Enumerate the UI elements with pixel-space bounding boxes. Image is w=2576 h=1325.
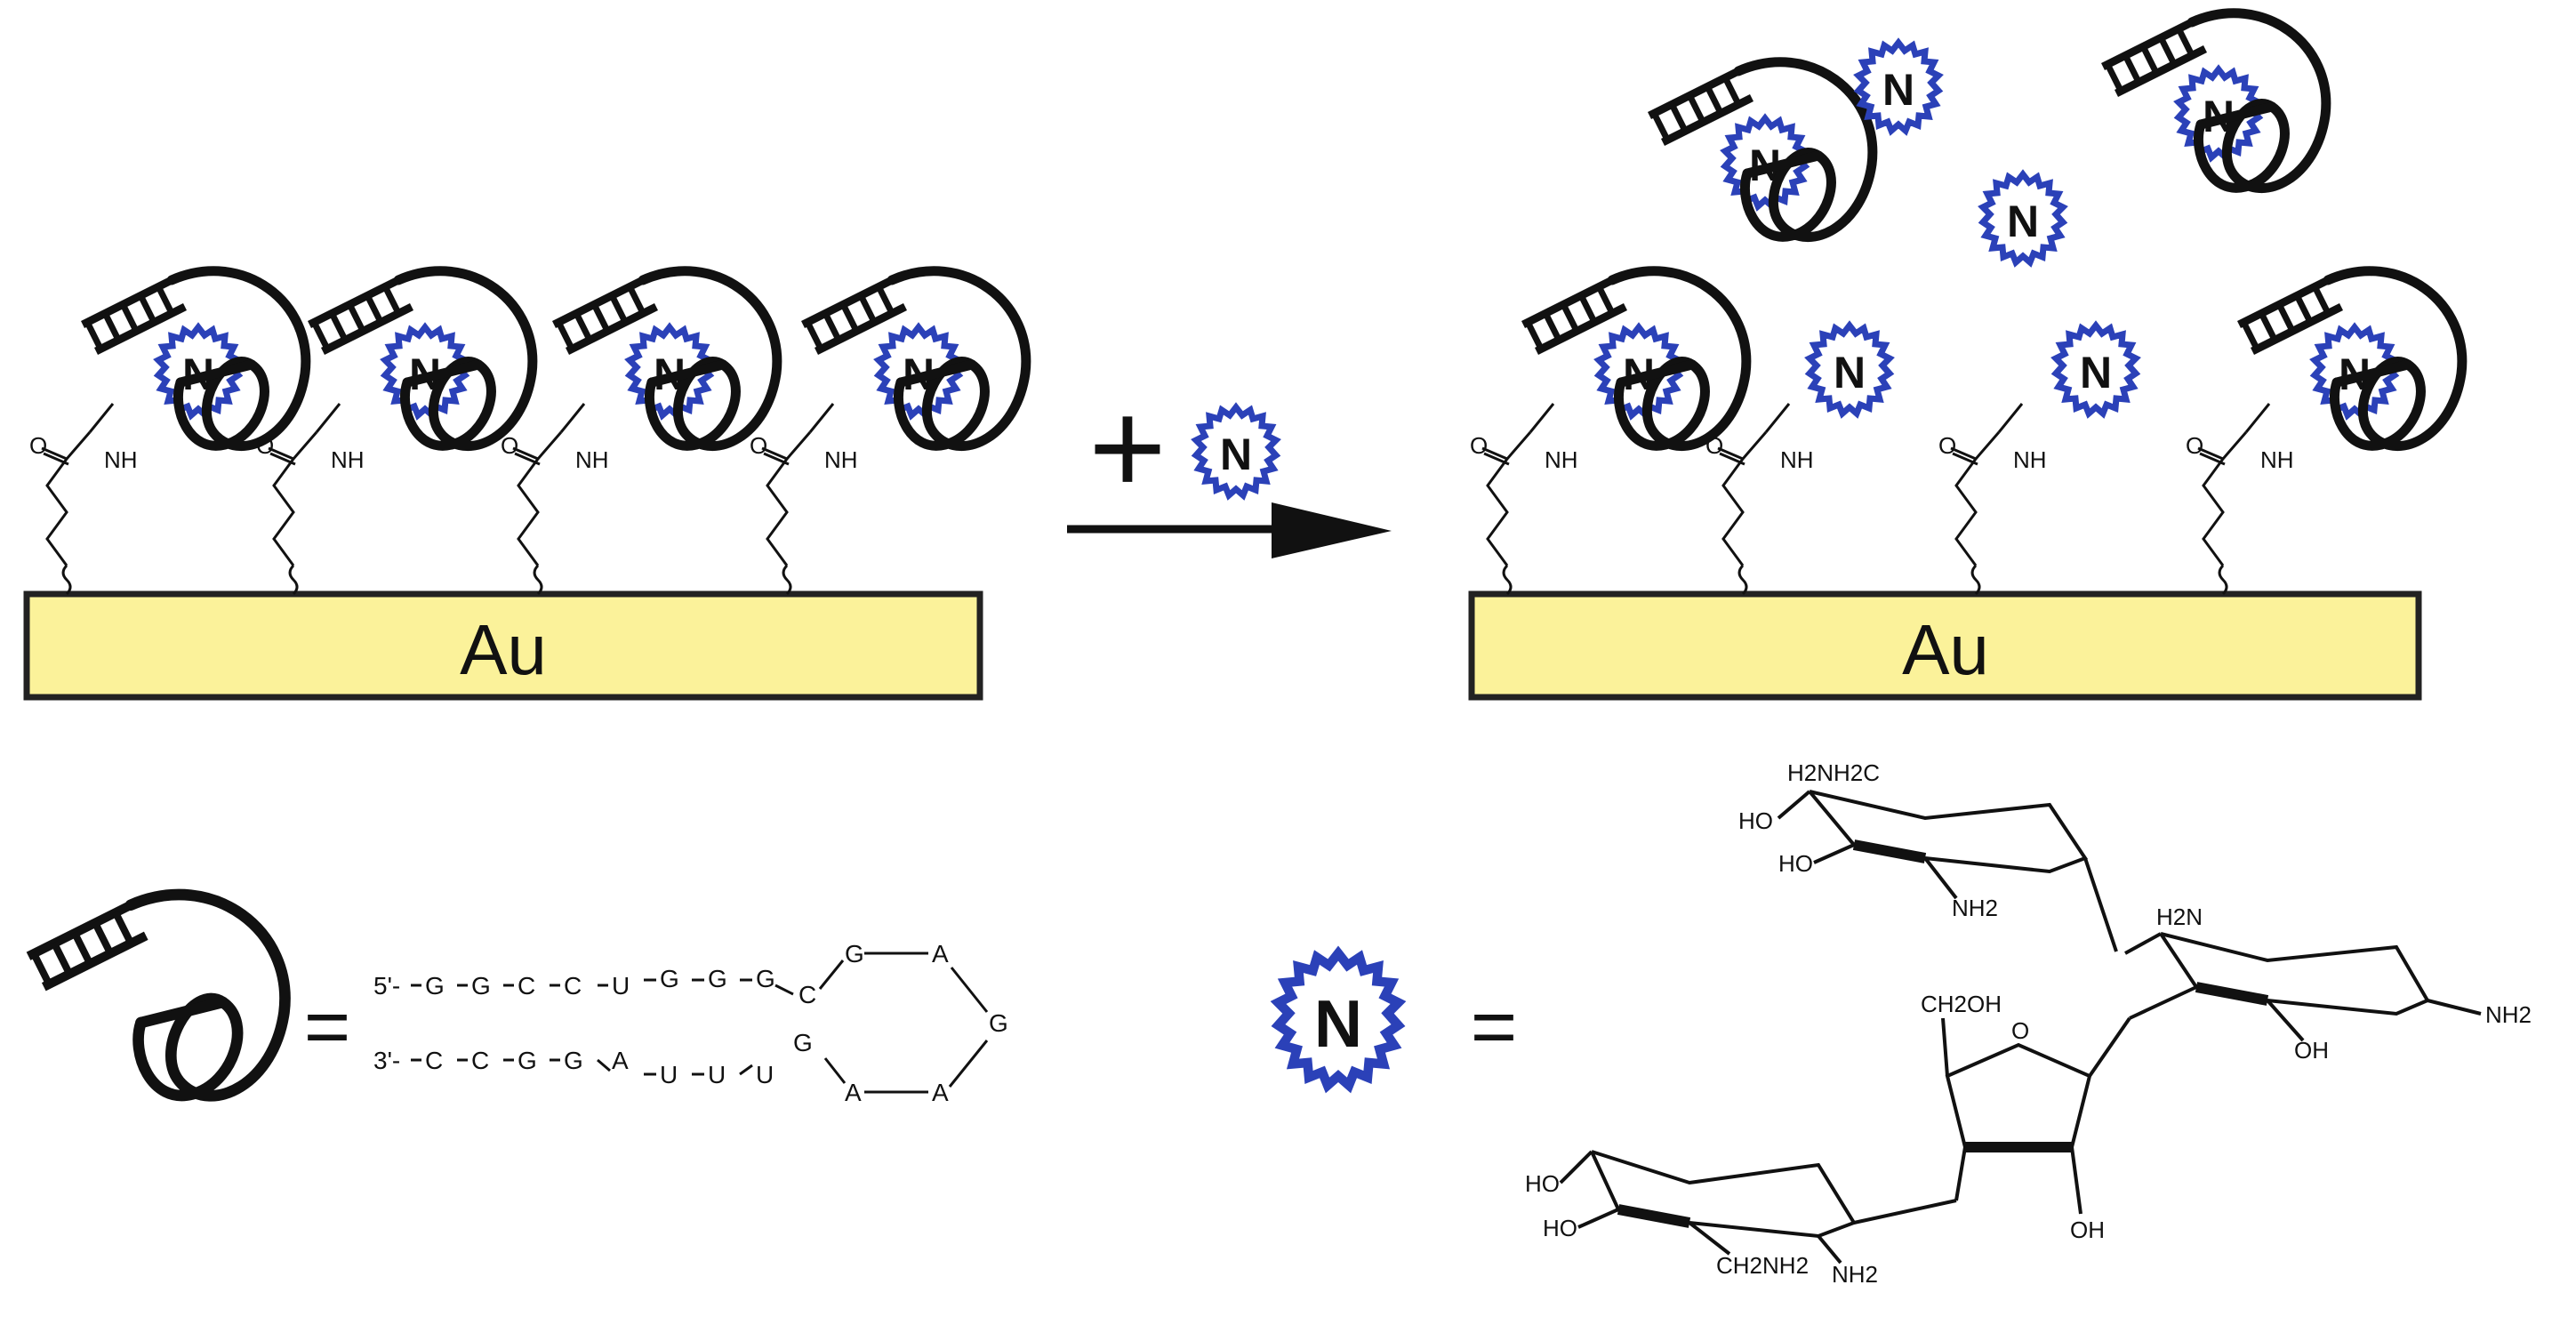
free-drug-1: N bbox=[1858, 43, 1938, 131]
svg-text:H2N: H2N bbox=[2156, 903, 2203, 930]
gold-surface-label-left: Au bbox=[460, 610, 547, 689]
svg-text:A: A bbox=[845, 1079, 862, 1106]
svg-text:U: U bbox=[660, 1061, 678, 1088]
gold-surface-label-right: Au bbox=[1902, 610, 1989, 689]
svg-text:NH2: NH2 bbox=[2485, 1001, 2532, 1028]
amide-nh-label: NH bbox=[824, 446, 858, 473]
gold-surface-right bbox=[1468, 590, 2422, 701]
svg-text:O: O bbox=[2011, 1017, 2029, 1044]
surface-unit-3: O NH N bbox=[1938, 325, 2136, 596]
svg-text:CH2NH2: CH2NH2 bbox=[1716, 1252, 1809, 1279]
svg-text:OH: OH bbox=[2070, 1217, 2105, 1243]
svg-text:G: G bbox=[425, 972, 445, 1000]
svg-text:OH: OH bbox=[2294, 1037, 2329, 1064]
svg-text:U: U bbox=[708, 1061, 726, 1088]
neomycin-structure bbox=[1559, 790, 2482, 1265]
aptamer-legend-icon bbox=[28, 895, 285, 1096]
drug-legend-icon: N bbox=[1279, 953, 1399, 1086]
svg-text:NH2: NH2 bbox=[1832, 1261, 1878, 1288]
bound-complex-4: O NH N bbox=[750, 271, 1026, 596]
svg-text:A: A bbox=[932, 1079, 949, 1106]
svg-text:G: G bbox=[845, 940, 864, 968]
svg-text:HO: HO bbox=[1543, 1215, 1577, 1241]
svg-text:HO: HO bbox=[1738, 807, 1773, 834]
released-complex-2: N bbox=[2103, 13, 2326, 189]
gold-surface-left bbox=[23, 590, 983, 701]
svg-text:O: O bbox=[1470, 432, 1488, 459]
bound-complex-3: O NH N bbox=[501, 271, 777, 596]
svg-text:NH: NH bbox=[2260, 446, 2294, 473]
surface-unit-4: O NH N bbox=[2186, 271, 2462, 596]
svg-text:NH: NH bbox=[2013, 446, 2047, 473]
svg-text:C: C bbox=[564, 972, 582, 1000]
bound-complex-2: O NH N bbox=[256, 271, 533, 596]
released-complex-1: N bbox=[1649, 62, 1873, 237]
drug-legend: N = bbox=[1279, 759, 2532, 1288]
svg-text:N: N bbox=[2007, 197, 2039, 246]
svg-text:G: G bbox=[518, 1047, 537, 1074]
amide-nh-label: NH bbox=[575, 446, 609, 473]
neomycin-labels: H2NH2C HO HO NH2 H2N NH2 OH CH2OH O OH H… bbox=[1525, 759, 2532, 1288]
svg-text:N: N bbox=[2080, 348, 2112, 398]
svg-text:C: C bbox=[518, 972, 535, 1000]
svg-text:HO: HO bbox=[1778, 850, 1813, 877]
svg-text:NH: NH bbox=[1545, 446, 1578, 473]
added-drug-icon: N bbox=[1196, 407, 1276, 495]
svg-text:NH2: NH2 bbox=[1952, 895, 1998, 921]
svg-text:C: C bbox=[798, 981, 816, 1008]
svg-text:G: G bbox=[564, 1047, 583, 1074]
svg-text:N: N bbox=[1314, 986, 1362, 1061]
svg-text:N: N bbox=[1834, 348, 1866, 398]
svg-text:C: C bbox=[425, 1047, 443, 1074]
svg-text:U: U bbox=[756, 1061, 774, 1088]
free-drug-2: N bbox=[1983, 174, 2063, 262]
surface-unit-1: O NH N bbox=[1470, 271, 1746, 596]
svg-text:G: G bbox=[660, 965, 679, 992]
svg-text:G: G bbox=[471, 972, 491, 1000]
svg-text:N: N bbox=[1882, 65, 1914, 115]
svg-text:A: A bbox=[612, 1047, 629, 1074]
svg-text:G: G bbox=[989, 1009, 1008, 1037]
svg-text:NH: NH bbox=[1780, 446, 1814, 473]
carbonyl-o-label: O bbox=[256, 432, 274, 459]
svg-text:5'-: 5'- bbox=[373, 972, 400, 1000]
amide-nh-label: NH bbox=[331, 446, 365, 473]
svg-text:H2NH2C: H2NH2C bbox=[1787, 759, 1880, 786]
svg-text:G: G bbox=[708, 965, 727, 992]
plus-sign: + bbox=[1088, 373, 1167, 522]
arrow-head bbox=[1272, 502, 1392, 558]
carbonyl-o-label: O bbox=[501, 432, 518, 459]
svg-text:HO: HO bbox=[1525, 1170, 1560, 1197]
svg-text:U: U bbox=[612, 972, 630, 1000]
svg-text:CH2OH: CH2OH bbox=[1921, 991, 2002, 1017]
drug-equals-sign: = bbox=[1471, 983, 1518, 1072]
amide-nh-label: NH bbox=[104, 446, 138, 473]
svg-text:G: G bbox=[793, 1029, 813, 1056]
aptamer-loop: G A G A A bbox=[818, 940, 1008, 1106]
svg-text:3'-: 3'- bbox=[373, 1047, 400, 1074]
right-panel: N N N N Au O NH N bbox=[1468, 13, 2462, 701]
bottom-strand: 3'- C C G G A U U U G bbox=[373, 1029, 813, 1088]
reaction-arrow-group: + N bbox=[1067, 373, 1392, 558]
svg-text:O: O bbox=[2186, 432, 2203, 459]
carbonyl-o-label: O bbox=[750, 432, 767, 459]
carbonyl-o-label: O bbox=[29, 432, 47, 459]
left-panel: Au O NH N O NH N O NH bbox=[23, 271, 1026, 701]
top-strand: 5'- G G C C U G G G C bbox=[373, 965, 816, 1008]
svg-text:N: N bbox=[1220, 430, 1252, 479]
bound-complex-1: O NH N bbox=[29, 271, 306, 596]
svg-text:G: G bbox=[756, 965, 775, 992]
aptamer-equals-sign: = bbox=[304, 983, 351, 1072]
svg-text:A: A bbox=[932, 940, 949, 968]
svg-text:O: O bbox=[1705, 432, 1723, 459]
svg-text:C: C bbox=[471, 1047, 489, 1074]
surface-unit-2: O NH N bbox=[1705, 325, 1890, 596]
aptamer-legend: = 5'- G G C C U G G G C 3'- C C G G A U … bbox=[28, 895, 1008, 1106]
svg-text:O: O bbox=[1938, 432, 1956, 459]
